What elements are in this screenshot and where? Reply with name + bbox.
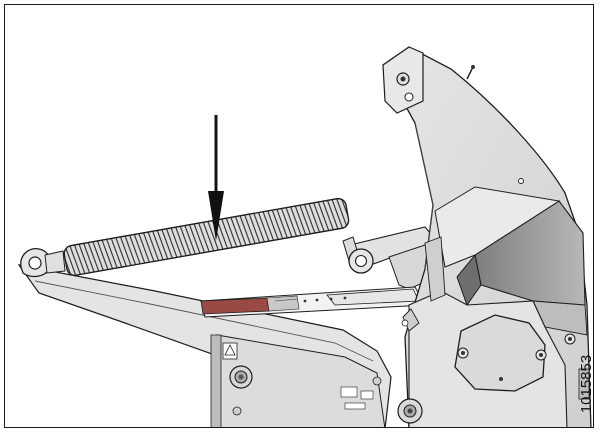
lower-arm <box>17 264 392 427</box>
warning-decal <box>222 342 238 360</box>
spring-right-hook <box>342 236 374 274</box>
cowl-housing <box>382 46 592 427</box>
spring-assembly-illustration <box>17 46 592 427</box>
lower-bolt <box>397 398 423 424</box>
tension-spring <box>20 198 374 278</box>
callout-arrow <box>208 115 224 241</box>
access-cover <box>454 314 547 392</box>
figure-frame <box>4 4 594 428</box>
plate-bolt <box>229 365 253 389</box>
figure-number-text: 1015853 <box>578 355 595 413</box>
adjuster-bar <box>200 286 426 318</box>
spring-left-hook <box>20 248 66 278</box>
figure-number: 1015853 <box>578 355 595 413</box>
